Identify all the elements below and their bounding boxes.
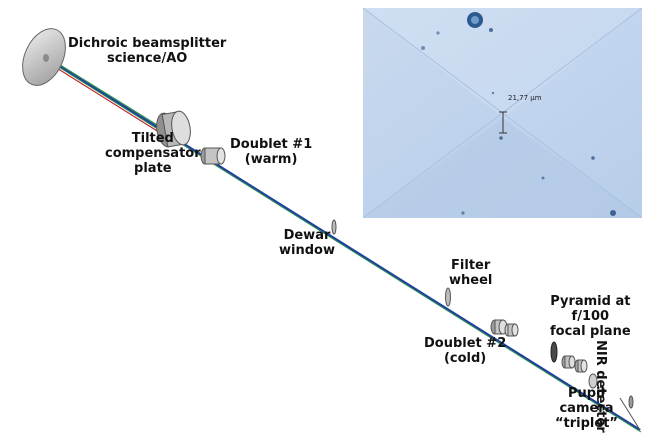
dewar-label-line-1: Dewar (283, 228, 331, 243)
doublet-1-label-line-1: Doublet #1 (230, 137, 313, 152)
pupil-camera-label: Pupil camera “triplet” (555, 386, 618, 431)
dichroic-beamsplitter (22, 28, 66, 86)
micrograph-inset (363, 8, 642, 218)
light-beam (43, 54, 642, 433)
doublet-2-label-line-2: (cold) (443, 351, 487, 366)
dewar-label-line-2: window (279, 243, 335, 258)
doublet-1-label-line-2: (warm) (244, 152, 298, 167)
nir-detector (619, 395, 641, 431)
compensator-label-line-3: plate (134, 161, 172, 176)
doublet-1-label: Doublet #1 (warm) (230, 137, 312, 167)
filter-wheel-label-line-2: wheel (449, 273, 493, 288)
micrograph-scale-label: 21,77 µm (508, 94, 542, 102)
nir-detector-label: NIR detector (593, 340, 608, 433)
pyramid-label-line-3: focal plane (550, 324, 631, 339)
doublet-2-label: Doublet #2 (cold) (424, 336, 506, 366)
pupil-camera-label-line-3: “triplet” (555, 416, 618, 431)
doublet-1-lens (200, 147, 226, 165)
doublet-2-lens (490, 319, 519, 337)
pyramid-label: Pyramid at f/100 focal plane (550, 294, 631, 339)
dewar-label: Dewar window (279, 228, 335, 258)
pyramid-label-line-2: f/100 (571, 309, 610, 324)
pyramid-focal-plane (550, 341, 558, 363)
dewar-window (331, 219, 337, 235)
pyramid-label-line-1: Pyramid at (550, 294, 631, 309)
doublet-2-label-line-1: Doublet #2 (424, 336, 507, 351)
compensator-label-line-1: Tilted (131, 131, 174, 146)
dichroic-label-line-1: Dichroic beamsplitter (68, 36, 227, 51)
filter-wheel-label: Filter wheel (449, 258, 492, 288)
compensator-label-line-2: compensator (105, 146, 201, 161)
filter-wheel (445, 287, 451, 307)
tilted-compensator-plate (156, 110, 191, 148)
dichroic-label: Dichroic beamsplitter science/AO (68, 36, 226, 66)
pupil-camera-triplet (561, 355, 598, 389)
compensator-label: Tilted compensator plate (105, 131, 201, 176)
filter-wheel-label-line-1: Filter (451, 258, 491, 273)
micrograph-image (363, 8, 642, 218)
dichroic-label-line-2: science/AO (106, 51, 188, 66)
pupil-camera-label-line-2: camera (559, 401, 614, 416)
pupil-camera-label-line-1: Pupil (567, 386, 605, 401)
